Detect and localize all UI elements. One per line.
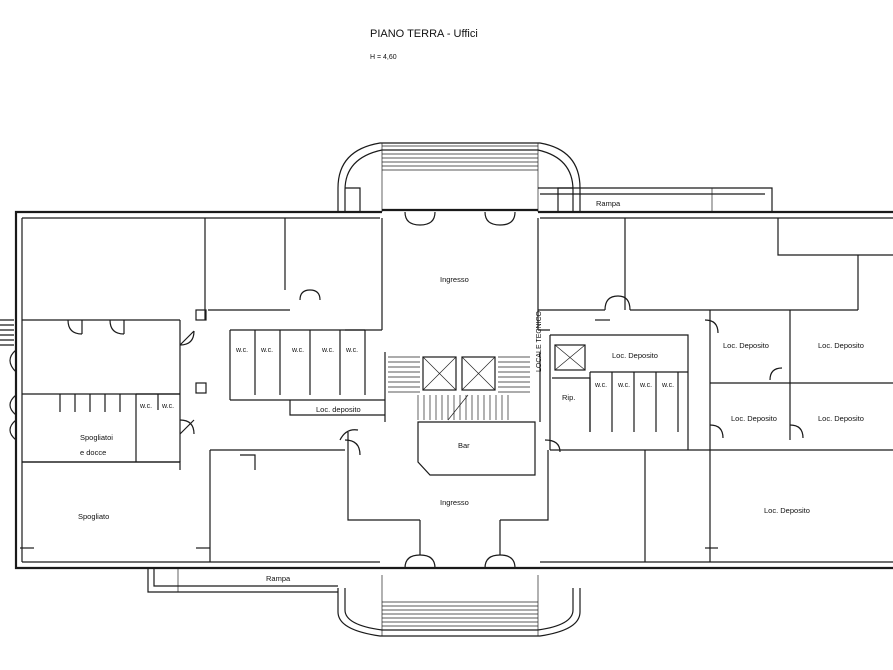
label-wc-r3: w.c. bbox=[639, 382, 652, 389]
service-lift bbox=[554, 344, 586, 371]
label-rampa-top: Rampa bbox=[596, 199, 621, 208]
bottom-entrance bbox=[337, 520, 581, 637]
label-deposito-r4: Loc. Deposito bbox=[818, 414, 864, 423]
label-ingresso-top: Ingresso bbox=[440, 275, 469, 284]
building-shell bbox=[0, 210, 893, 570]
label-rampa-bottom: Rampa bbox=[266, 574, 291, 583]
lift-2 bbox=[461, 356, 496, 391]
label-deposito-r2: Loc. Deposito bbox=[818, 341, 864, 350]
label-deposito-r3: Loc. Deposito bbox=[731, 414, 777, 423]
stair-flight bbox=[388, 356, 530, 421]
plan-height: H = 4,60 bbox=[370, 54, 397, 61]
label-wc-r4: w.c. bbox=[661, 382, 674, 389]
bar-counter bbox=[417, 421, 536, 476]
label-locale-tecnico: LOCALE TECNICO bbox=[536, 311, 543, 372]
left-wing-labels: w.c. w.c. w.c. w.c. w.c. w.c. w.c. Loc. … bbox=[78, 347, 361, 521]
top-entrance bbox=[337, 142, 581, 226]
label-wc-5: w.c. bbox=[345, 347, 358, 354]
label-wc-7: w.c. bbox=[161, 403, 174, 410]
left-wing bbox=[20, 218, 385, 562]
label-wc-r1: w.c. bbox=[594, 382, 607, 389]
label-deposito-r5: Loc. Deposito bbox=[764, 506, 810, 515]
label-wc-2: w.c. bbox=[260, 347, 273, 354]
label-wc-1: w.c. bbox=[235, 347, 248, 354]
right-wing: LOCALE TECNICO Rip. Loc. Deposito Loc. D… bbox=[536, 218, 893, 562]
label-spogliato: Spogliato bbox=[78, 512, 109, 521]
label-loc-deposito-center: Loc. Deposito bbox=[612, 351, 658, 360]
label-wc-4: w.c. bbox=[321, 347, 334, 354]
label-bar: Bar bbox=[458, 441, 470, 450]
plan-title: PIANO TERRA - Uffici bbox=[370, 28, 478, 40]
label-wc-r2: w.c. bbox=[617, 382, 630, 389]
rampa-top: Rampa bbox=[538, 187, 773, 212]
central-core: Ingresso Bar Ingresso bbox=[339, 218, 550, 521]
rampa-bottom: Rampa bbox=[147, 568, 338, 593]
lift-1 bbox=[422, 356, 457, 391]
label-wc-3: w.c. bbox=[291, 347, 304, 354]
label-deposito-r1: Loc. Deposito bbox=[723, 341, 769, 350]
label-spogliatoi-1: Spogliatoi bbox=[80, 433, 113, 442]
label-ingresso-bottom: Ingresso bbox=[440, 498, 469, 507]
label-spogliatoi-2: e docce bbox=[80, 448, 106, 457]
label-loc-deposito-left: Loc. deposito bbox=[316, 405, 361, 414]
label-rip: Rip. bbox=[562, 393, 575, 402]
label-wc-6: w.c. bbox=[139, 403, 152, 410]
